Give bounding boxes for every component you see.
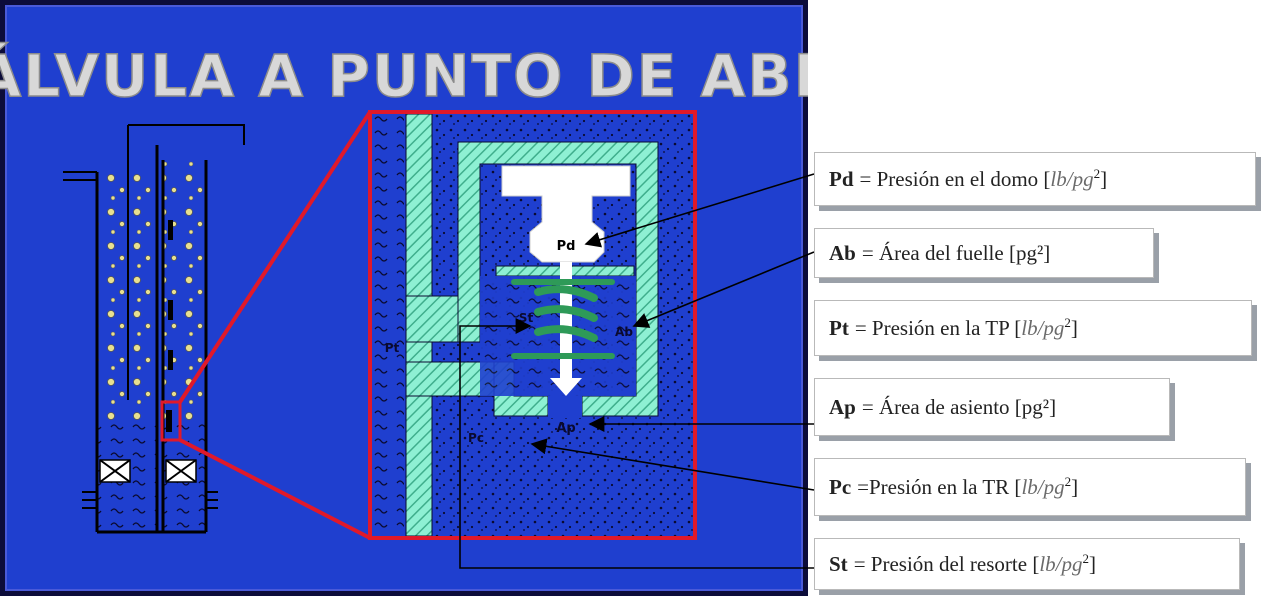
label-pd: Pd = Presión en el domo [ lb/pg2 ]	[814, 152, 1256, 206]
label-pc-close: ]	[1071, 474, 1079, 499]
well-schematic	[63, 124, 245, 534]
diagram-title: VÁLVULA A PUNTO DE ABRIR	[0, 41, 808, 110]
label-pd-close: ]	[1100, 166, 1108, 191]
label-pd-unit: lb/pg2	[1050, 166, 1101, 191]
label-pc-text: =Presión en la TR [	[857, 474, 1022, 499]
label-pt: Pt = Presión en la TP [ lb/pg2 ]	[814, 300, 1252, 356]
packer-left	[99, 459, 131, 483]
ab-label: Ab	[615, 325, 633, 339]
label-ab-abbr: Ab	[829, 240, 856, 265]
label-ab: Ab = Área del fuelle [pg²]	[814, 228, 1154, 278]
label-pc-abbr: Pc	[829, 474, 852, 499]
zoom-line-bottom	[179, 438, 371, 540]
valve-diagram-slide: VÁLVULA A PUNTO DE ABRIR	[0, 0, 808, 596]
label-pt-unit: lb/pg2	[1021, 315, 1071, 340]
label-ap-text: = Área de asiento [pg²]	[861, 394, 1057, 419]
label-pd-text: = Presión en el domo [	[859, 166, 1051, 191]
label-pt-text: = Presión en la TP [	[854, 315, 1022, 340]
label-pd-abbr: Pd	[829, 166, 854, 191]
ap-label: Ap	[556, 421, 575, 436]
packer-right	[165, 459, 197, 483]
label-st-close: ]	[1089, 551, 1096, 576]
valve-detail: Pd Ap Ab Pc Pt St	[368, 110, 697, 540]
label-pt-abbr: Pt	[829, 315, 849, 340]
dome-label: Pd	[557, 239, 576, 254]
label-ap: Ap = Área de asiento [pg²]	[814, 378, 1170, 436]
label-pc-unit: lb/pg2	[1021, 474, 1072, 499]
label-st-abbr: St	[829, 551, 848, 576]
pc-label: Pc	[468, 431, 484, 445]
label-st-unit: lb/pg2	[1039, 551, 1089, 576]
zoom-line-top	[178, 110, 372, 404]
st-label: St	[519, 311, 534, 325]
label-st: St = Presión del resorte [ lb/pg2 ]	[814, 538, 1240, 590]
label-pt-close: ]	[1070, 315, 1078, 340]
label-ab-text: = Área del fuelle [pg²]	[861, 240, 1051, 265]
label-st-text: = Presión del resorte [	[853, 551, 1040, 576]
label-ap-abbr: Ap	[829, 394, 856, 419]
label-pc: Pc =Presión en la TR [ lb/pg2 ]	[814, 458, 1246, 516]
pt-label: Pt	[385, 341, 400, 355]
